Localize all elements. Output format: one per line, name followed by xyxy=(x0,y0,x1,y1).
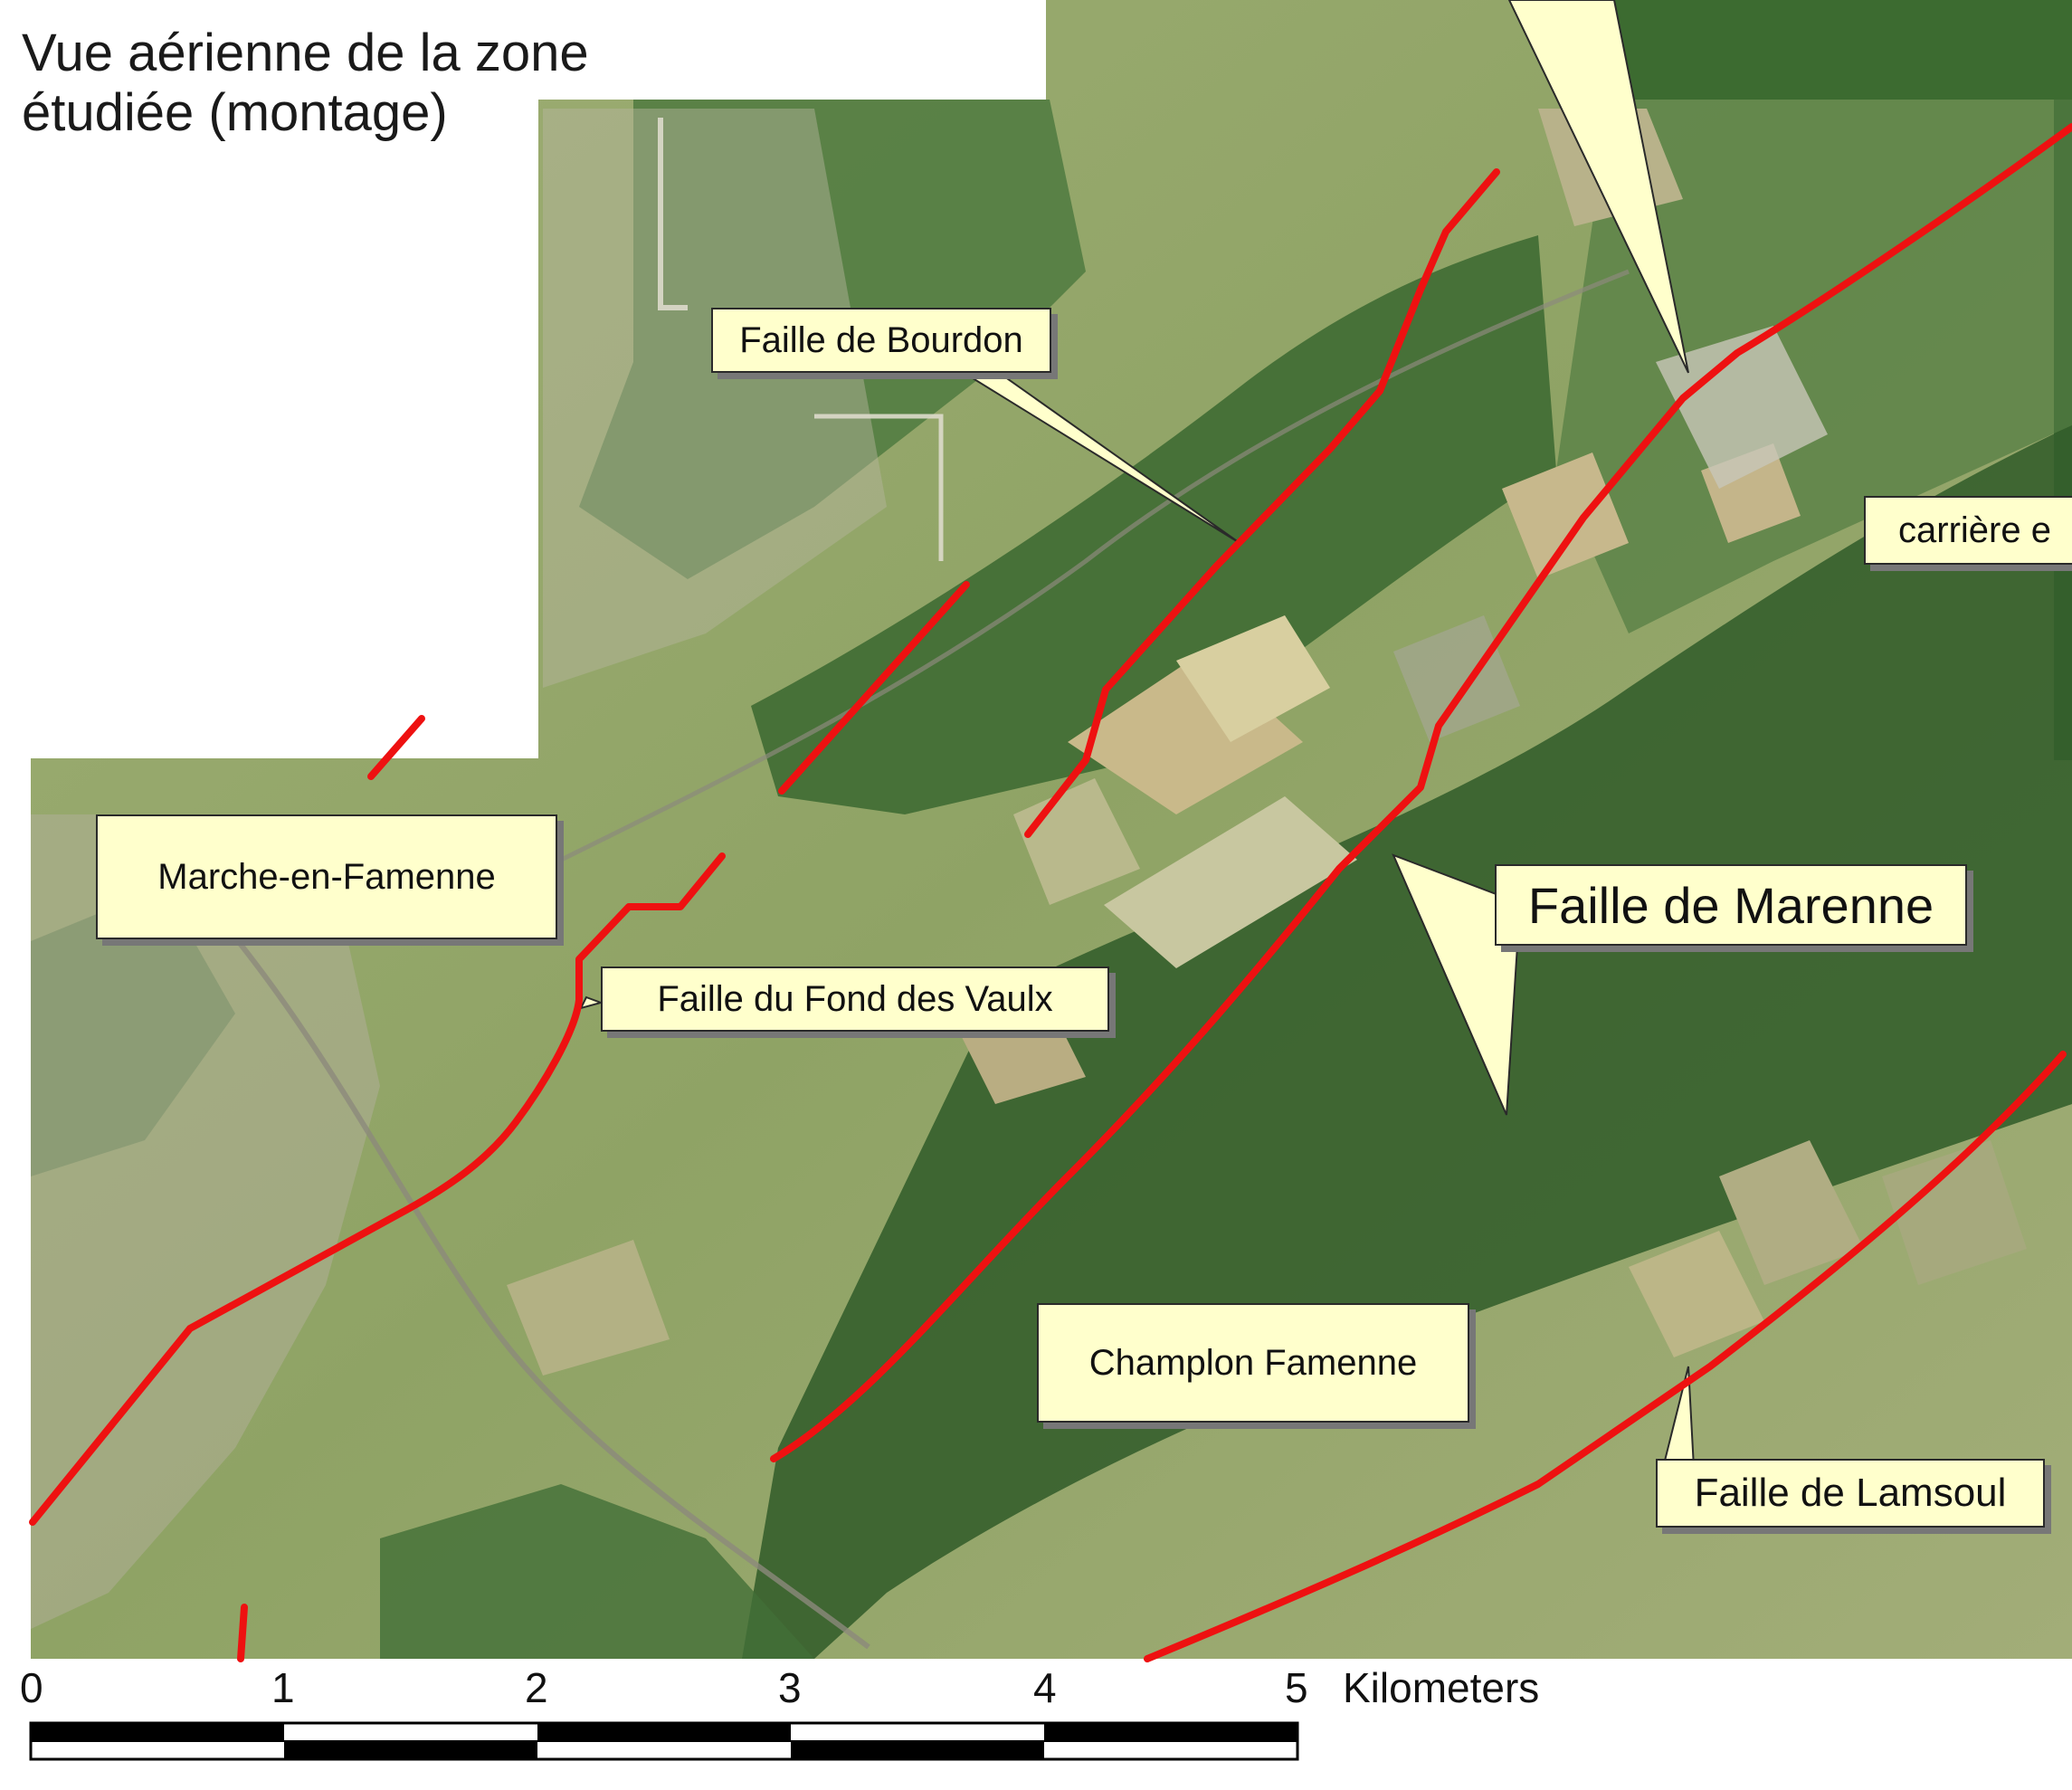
label-champlon-famenne: Champlon Famenne xyxy=(1037,1303,1469,1423)
scale-tick-1: 1 xyxy=(271,1664,295,1711)
fault-line-bourdon xyxy=(1024,168,1500,838)
scale-tick-2: 2 xyxy=(525,1664,548,1711)
label-faille-de-marenne: Faille de Marenne xyxy=(1495,864,1967,946)
label-faille-de-bourdon: Faille de Bourdon xyxy=(711,308,1051,373)
callout-pointers xyxy=(579,0,1696,1469)
scale-bar xyxy=(29,1721,1299,1761)
fault-line-segment-2 xyxy=(778,581,970,795)
label-lamsoul-text: Faille de Lamsoul xyxy=(1694,1471,2007,1515)
label-bourdon-text: Faille de Bourdon xyxy=(739,319,1023,360)
scale-tick-4: 4 xyxy=(1033,1664,1057,1711)
label-carriere-text: carrière e xyxy=(1898,509,2051,550)
fault-line-marche-segment xyxy=(367,715,425,780)
fault-lines xyxy=(29,123,2072,1662)
label-champlon-text: Champlon Famenne xyxy=(1088,1342,1418,1383)
label-marche-text: Marche-en-Famenne xyxy=(157,856,496,897)
scale-tick-3: 3 xyxy=(778,1664,802,1711)
scale-tick-0: 0 xyxy=(20,1664,43,1711)
scale-tick-5: 5 xyxy=(1285,1664,1308,1711)
label-fond-vaulx-text: Faille du Fond des Vaulx xyxy=(657,978,1053,1019)
fault-line-marenne xyxy=(770,123,2072,1462)
fault-line-fond-des-vaulx xyxy=(29,852,726,1526)
label-faille-de-lamsoul: Faille de Lamsoul xyxy=(1656,1459,2045,1528)
label-carriere: carrière e xyxy=(1864,496,2072,565)
label-marche-en-famenne: Marche-en-Famenne xyxy=(96,814,557,939)
label-marenne-text: Faille de Marenne xyxy=(1527,876,1934,934)
fault-line-lamsoul xyxy=(1144,1051,2067,1662)
fault-line-bottom-stub xyxy=(237,1604,248,1662)
label-faille-du-fond-des-vaulx: Faille du Fond des Vaulx xyxy=(601,966,1109,1032)
map-title: Vue aérienne de la zone étudiée (montage… xyxy=(22,24,589,142)
aerial-photo xyxy=(31,0,2072,1659)
scale-unit-label: Kilometers xyxy=(1343,1664,1540,1711)
